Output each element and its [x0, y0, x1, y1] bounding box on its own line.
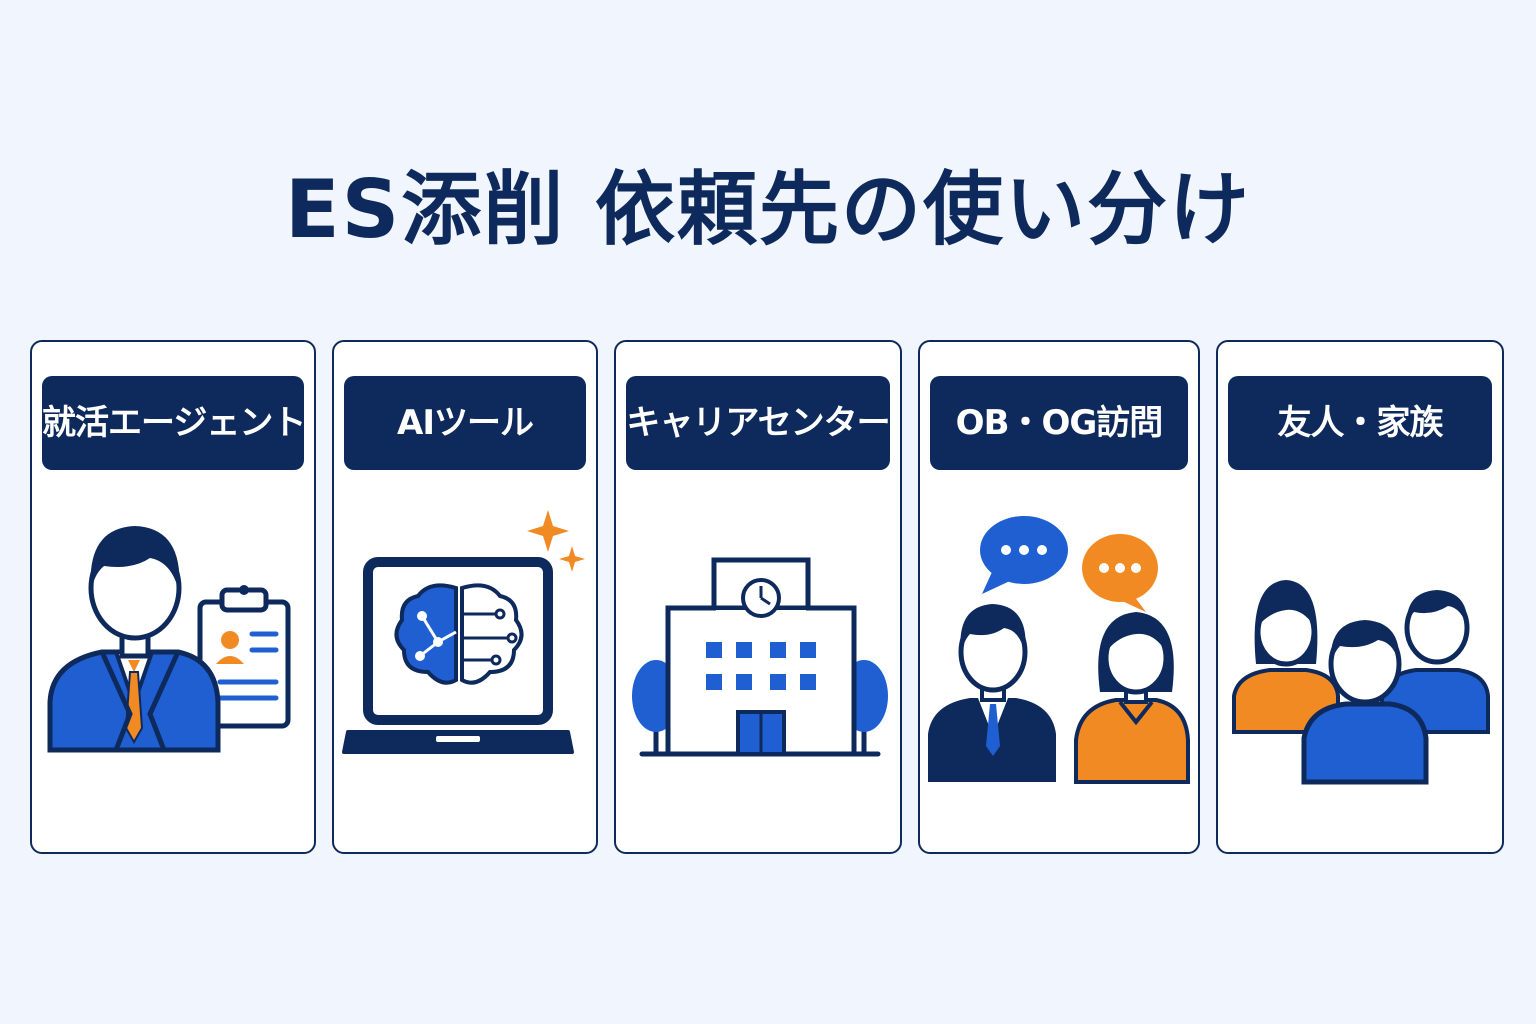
card-ai-tool: AIツール — [332, 340, 598, 854]
card-label: OB・OG訪問 — [930, 376, 1188, 470]
card-label: 就活エージェント — [42, 376, 304, 470]
card-career-center: キャリアセンター — [614, 340, 902, 854]
card-label: 友人・家族 — [1228, 376, 1492, 470]
laptop-ai-brain-icon — [342, 510, 585, 754]
card-alumni-visit: OB・OG訪問 — [918, 340, 1200, 854]
agent-with-clipboard-icon — [47, 526, 291, 753]
career-center-building-icon — [632, 557, 888, 757]
card-friends-family: 友人・家族 — [1216, 340, 1504, 854]
card-job-agent: 就活エージェント — [30, 340, 316, 854]
friends-family-icon — [1232, 580, 1490, 785]
card-label: キャリアセンター — [626, 376, 890, 470]
page-title: ES添削 依頼先の使い分け — [284, 163, 1252, 256]
alumni-conversation-icon — [928, 516, 1190, 784]
card-label: AIツール — [344, 376, 586, 470]
